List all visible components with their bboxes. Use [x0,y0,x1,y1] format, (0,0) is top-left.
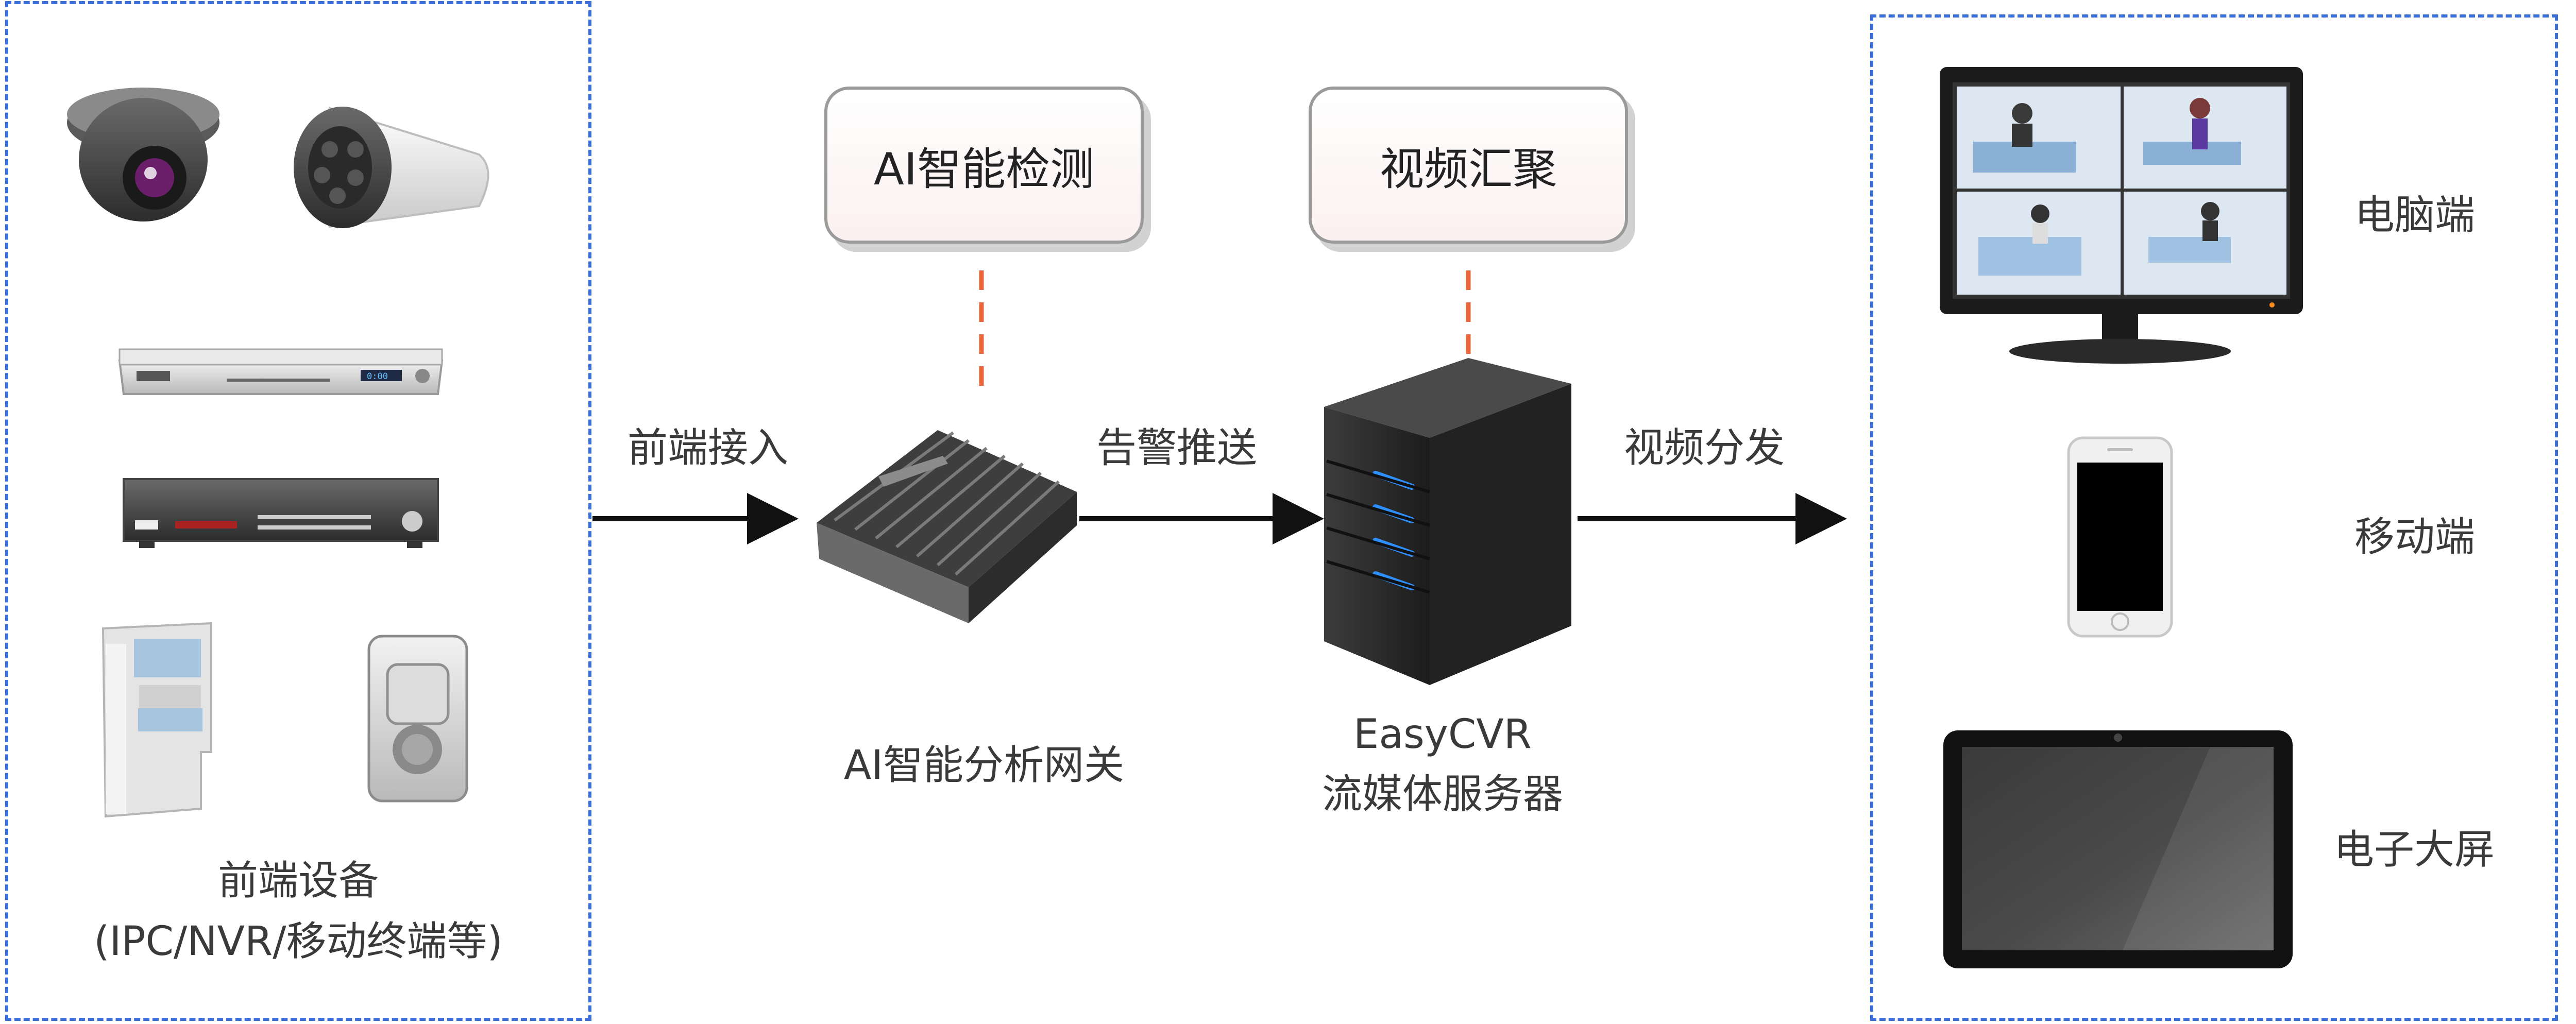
mobile-endpoint-label: 移动端 [2354,514,2476,560]
atm-kiosk-icon [101,622,212,818]
big-screen-endpoint-label: 电子大屏 [2334,827,2495,873]
front-devices-panel [5,1,591,1021]
front-devices-caption-line2: (IPC/NVR/移动终端等) [94,918,503,965]
pc-endpoint-label: 电脑端 [2354,192,2476,238]
monitor-icon [1940,67,2303,364]
smartphone-icon [2067,436,2173,638]
dome-camera-icon [67,88,219,221]
ai-detection-box: AI智能检测 [824,87,1144,244]
client-endpoints-panel [1870,14,2558,1021]
bullet-camera-icon [294,107,489,228]
video-aggregation-box: 视频汇聚 [1309,87,1628,244]
front-devices-caption-line1: 前端设备 [217,858,379,904]
pir-sensor-icon [367,635,468,803]
svg-text:0:00: 0:00 [367,371,388,382]
server-label-line2: 流媒体服务器 [1321,771,1563,817]
alarm-push-label: 告警推送 [1096,425,1258,471]
gateway-label: AI智能分析网关 [843,742,1125,789]
tablet-icon [1943,730,2293,968]
dvd-recorder-icon: 0:00 [118,348,444,395]
nvr-recorder-icon [123,478,439,548]
video-distribute-label: 视频分发 [1624,425,1785,471]
server-label-line1: EasyCVR [1353,711,1532,758]
front-access-label: 前端接入 [628,425,789,471]
server-tower-icon [1324,358,1571,685]
ai-gateway-icon [817,430,1077,623]
